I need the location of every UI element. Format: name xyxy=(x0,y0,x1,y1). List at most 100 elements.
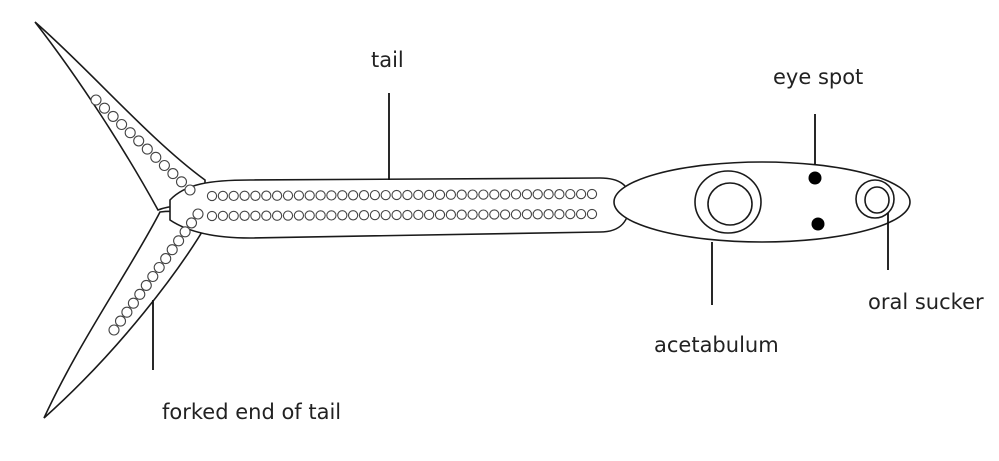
tail-cell xyxy=(293,210,305,221)
eye-spot-upper xyxy=(808,171,822,185)
tail-cell xyxy=(369,209,381,221)
tail-cell xyxy=(304,190,315,201)
forked-end-label: forked end of tail xyxy=(162,400,341,424)
tail-cell xyxy=(173,235,185,247)
acetabulum-inner xyxy=(707,182,753,226)
tail-cell xyxy=(423,189,435,201)
tail-cell xyxy=(239,210,250,221)
tail-cell xyxy=(326,190,337,201)
tail-cell xyxy=(166,244,178,256)
tail-cell xyxy=(402,189,413,201)
tail-cell xyxy=(413,189,424,201)
tail-cell xyxy=(261,190,272,201)
tail-cell xyxy=(413,209,424,221)
tail-cell xyxy=(271,210,283,221)
oral-sucker-inner xyxy=(864,186,890,214)
tail-cell xyxy=(358,210,370,221)
tail-cells xyxy=(90,94,598,336)
tail-cell xyxy=(315,210,326,221)
tail-cell xyxy=(532,189,543,200)
tail-cell xyxy=(250,190,261,201)
tail-cell xyxy=(467,189,478,200)
tail-cell xyxy=(217,190,229,202)
tail-cell xyxy=(185,217,198,229)
tail-cell xyxy=(467,209,478,220)
eye-spot-lower xyxy=(811,217,825,231)
tail-cell xyxy=(489,189,500,200)
tail-cell xyxy=(456,209,467,220)
tail-cell xyxy=(304,210,315,221)
tail-cell xyxy=(228,210,239,222)
tail-cell xyxy=(206,210,218,222)
tail-cell xyxy=(521,209,533,220)
tail-cell xyxy=(141,143,153,155)
tail-cell xyxy=(108,324,120,336)
tail-cell xyxy=(521,189,533,200)
tail-cell xyxy=(565,208,576,220)
tail-cell xyxy=(167,168,179,180)
tail-cell xyxy=(192,208,204,220)
tail-cell xyxy=(282,190,294,201)
tail-cell xyxy=(499,189,511,200)
tail-cell xyxy=(134,288,146,300)
tail-cell xyxy=(282,210,294,221)
tail-cell xyxy=(391,189,402,201)
tail-cell xyxy=(147,270,159,283)
tail-cell xyxy=(586,208,598,220)
tail-cell xyxy=(554,189,565,200)
tail-cell xyxy=(175,176,188,188)
tail-cell xyxy=(510,189,522,200)
tail-cell xyxy=(445,209,457,220)
tail-cell xyxy=(489,209,500,220)
tail-cell xyxy=(261,210,272,221)
tail-cell xyxy=(337,190,348,201)
tail-cell xyxy=(478,189,489,200)
tail-cell xyxy=(337,210,348,221)
tail-cell xyxy=(423,209,435,221)
tail-cell xyxy=(250,210,261,221)
eye-spot-label: eye spot xyxy=(773,65,863,89)
tail-cell xyxy=(98,102,111,114)
tail-cell xyxy=(179,226,191,238)
tail-cell xyxy=(228,190,239,202)
tail-cell xyxy=(543,189,554,200)
tail-cell xyxy=(543,209,554,220)
tail-cell xyxy=(107,110,119,122)
tail-cell xyxy=(326,210,337,221)
tail-cell xyxy=(532,209,543,220)
tail-cell xyxy=(391,209,402,221)
tail-cell xyxy=(184,184,196,196)
tail-cell xyxy=(133,135,145,147)
tail-cell xyxy=(575,188,587,200)
tail-cell xyxy=(160,253,172,265)
tail-cell xyxy=(499,209,511,220)
tail-cell xyxy=(434,189,446,200)
tail-cell xyxy=(127,297,139,309)
tail-cell xyxy=(565,188,576,200)
tail-cell xyxy=(456,189,467,200)
tail-cell xyxy=(293,190,305,201)
tail-cell xyxy=(380,209,391,221)
oral-sucker-label: oral sucker xyxy=(868,290,984,314)
tail-cell xyxy=(402,209,413,221)
tail-cell xyxy=(114,315,127,327)
tail-cell xyxy=(153,261,165,274)
tail-cell xyxy=(121,306,133,318)
acetabulum-label: acetabulum xyxy=(654,333,779,357)
tail-cell xyxy=(140,279,152,291)
tail-cell xyxy=(510,209,522,220)
tail-cell xyxy=(358,190,370,201)
tail-cell xyxy=(271,190,283,201)
tail-cell xyxy=(586,188,598,200)
tail-stem xyxy=(169,177,631,239)
tail-label: tail xyxy=(371,48,404,72)
tail-cell xyxy=(315,190,326,201)
tail-cell xyxy=(478,209,489,220)
tail-cell xyxy=(434,209,446,220)
tail-cell xyxy=(90,94,102,106)
cercaria-body xyxy=(613,161,911,243)
tail-cell xyxy=(445,189,457,200)
tail-cell xyxy=(369,189,381,201)
tail-cell xyxy=(239,190,250,201)
